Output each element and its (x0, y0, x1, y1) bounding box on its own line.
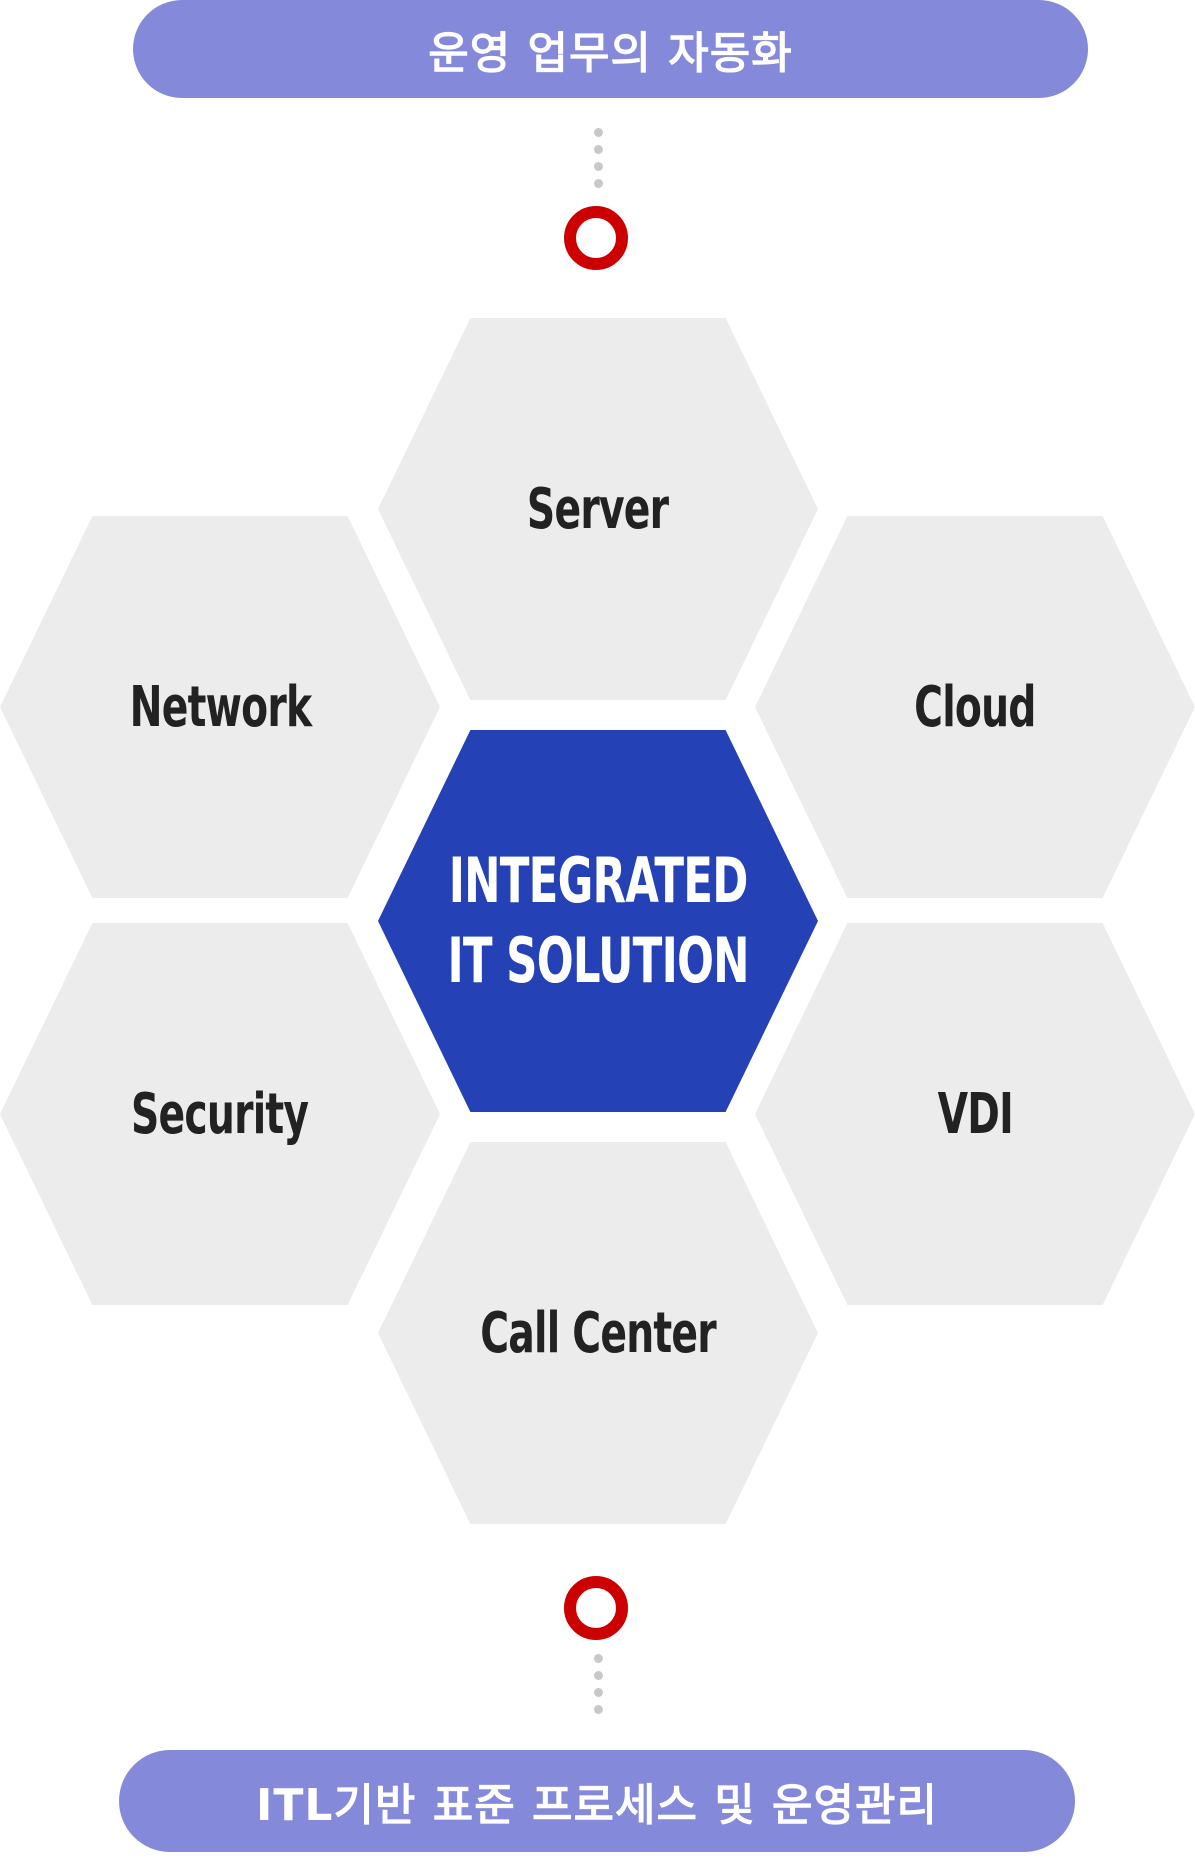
center-label-line2: IT SOLUTION (447, 924, 749, 997)
connector-dot (594, 1654, 603, 1663)
hex-call-center: Call Center (378, 1142, 818, 1524)
bottom-banner: ITL기반 표준 프로세스 및 운영관리 (119, 1750, 1075, 1852)
hex-cloud-label: Cloud (914, 674, 1036, 740)
connector-dot (594, 1688, 603, 1697)
connector-dot (594, 1705, 603, 1714)
top-banner-text: 운영 업무의 자동화 (428, 28, 793, 79)
hex-vdi-label: VDI (937, 1081, 1013, 1147)
hex-call-center-label: Call Center (480, 1300, 716, 1366)
bottom-banner-text: ITL기반 표준 프로세스 및 운영관리 (256, 1780, 938, 1831)
connector-dot (594, 145, 603, 154)
bottom-ring-marker (564, 1576, 628, 1640)
hex-vdi: VDI (755, 923, 1195, 1305)
hex-server-label: Server (527, 476, 669, 542)
center-label-line1: INTEGRATED (448, 844, 749, 917)
connector-dot (594, 128, 603, 137)
hex-security: Security (0, 923, 440, 1305)
connector-dot (594, 1671, 603, 1680)
top-banner: 운영 업무의 자동화 (133, 0, 1088, 98)
hex-network: Network (0, 516, 440, 898)
hex-center-integrated-it-solution: INTEGRATED IT SOLUTION (378, 730, 818, 1112)
connector-dot (594, 179, 603, 188)
hex-security-label: Security (131, 1081, 309, 1147)
center-label: INTEGRATED IT SOLUTION (447, 841, 749, 1001)
top-ring-marker (564, 206, 628, 270)
hex-network-label: Network (129, 674, 311, 740)
connector-dot (594, 162, 603, 171)
hex-server: Server (378, 318, 818, 700)
bottom-connector (586, 1654, 610, 1718)
top-connector (586, 128, 610, 192)
hex-cloud: Cloud (755, 516, 1195, 898)
